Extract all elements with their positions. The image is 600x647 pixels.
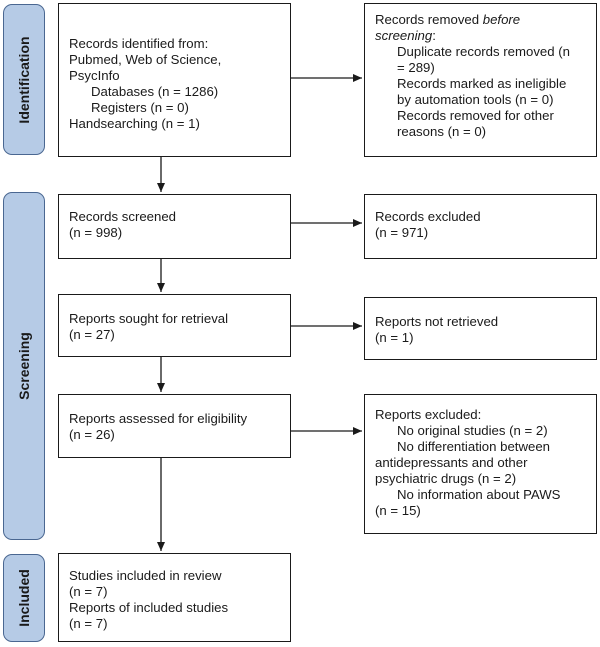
box-line: (n = 1) [375, 330, 414, 345]
studies-included-box: Studies included in review (n = 7) Repor… [58, 553, 291, 642]
box-line: Records marked as ineligible [397, 76, 567, 91]
box-line: Records removed for other [397, 108, 554, 123]
records-excluded-box: Records excluded (n = 971) [364, 194, 597, 259]
records-removed-box: Records removed before screening: Duplic… [364, 3, 597, 157]
reports-excluded-box: Reports excluded: No original studies (n… [364, 394, 597, 534]
box-line: Reports excluded: [375, 407, 482, 422]
phase-screening: Screening [3, 192, 45, 540]
box-line: No differentiation between [397, 439, 550, 454]
box-line: No original studies (n = 2) [397, 423, 548, 438]
box-line: Reports assessed for eligibility [69, 411, 248, 426]
box-line: Handsearching (n = 1) [69, 116, 200, 131]
reports-sought-box: Reports sought for retrieval (n = 27) [58, 294, 291, 357]
box-line: (n = 27) [69, 327, 115, 342]
box-line: Duplicate records removed (n [397, 44, 570, 59]
box-line: antidepressants and other [375, 455, 528, 470]
box-title: screening: [375, 28, 436, 43]
box-line: Databases (n = 1286) [91, 84, 219, 99]
phase-identification: Identification [3, 4, 45, 155]
records-identified-box: Records identified from: Pubmed, Web of … [58, 3, 291, 157]
box-line: Studies included in review [69, 568, 222, 583]
box-line: (n = 7) [69, 616, 108, 631]
box-line: (n = 998) [69, 225, 123, 240]
box-line: = 289) [397, 60, 435, 75]
box-line: No information about PAWS [397, 487, 561, 502]
phase-included: Included [3, 554, 45, 642]
box-line: Reports sought for retrieval [69, 311, 229, 326]
box-line: psychiatric drugs (n = 2) [375, 471, 517, 486]
box-line: Pubmed, Web of Science, [69, 52, 222, 67]
box-line: Records excluded [375, 209, 481, 224]
box-line: (n = 26) [69, 427, 115, 442]
reports-not-retrieved-box: Reports not retrieved (n = 1) [364, 297, 597, 360]
box-line: Registers (n = 0) [91, 100, 189, 115]
box-line: Records identified from: [69, 36, 209, 51]
box-line: (n = 971) [375, 225, 429, 240]
box-line: (n = 15) [375, 503, 421, 518]
box-line: (n = 7) [69, 584, 108, 599]
box-line: reasons (n = 0) [397, 124, 487, 139]
reports-assessed-box: Reports assessed for eligibility (n = 26… [58, 394, 291, 458]
box-line: Reports not retrieved [375, 314, 499, 329]
box-line: by automation tools (n = 0) [397, 92, 554, 107]
box-title: Records removed before [375, 12, 521, 27]
records-screened-box: Records screened (n = 998) [58, 194, 291, 259]
box-line: Reports of included studies [69, 600, 229, 615]
box-line: PsycInfo [69, 68, 120, 83]
box-line: Records screened [69, 209, 177, 224]
